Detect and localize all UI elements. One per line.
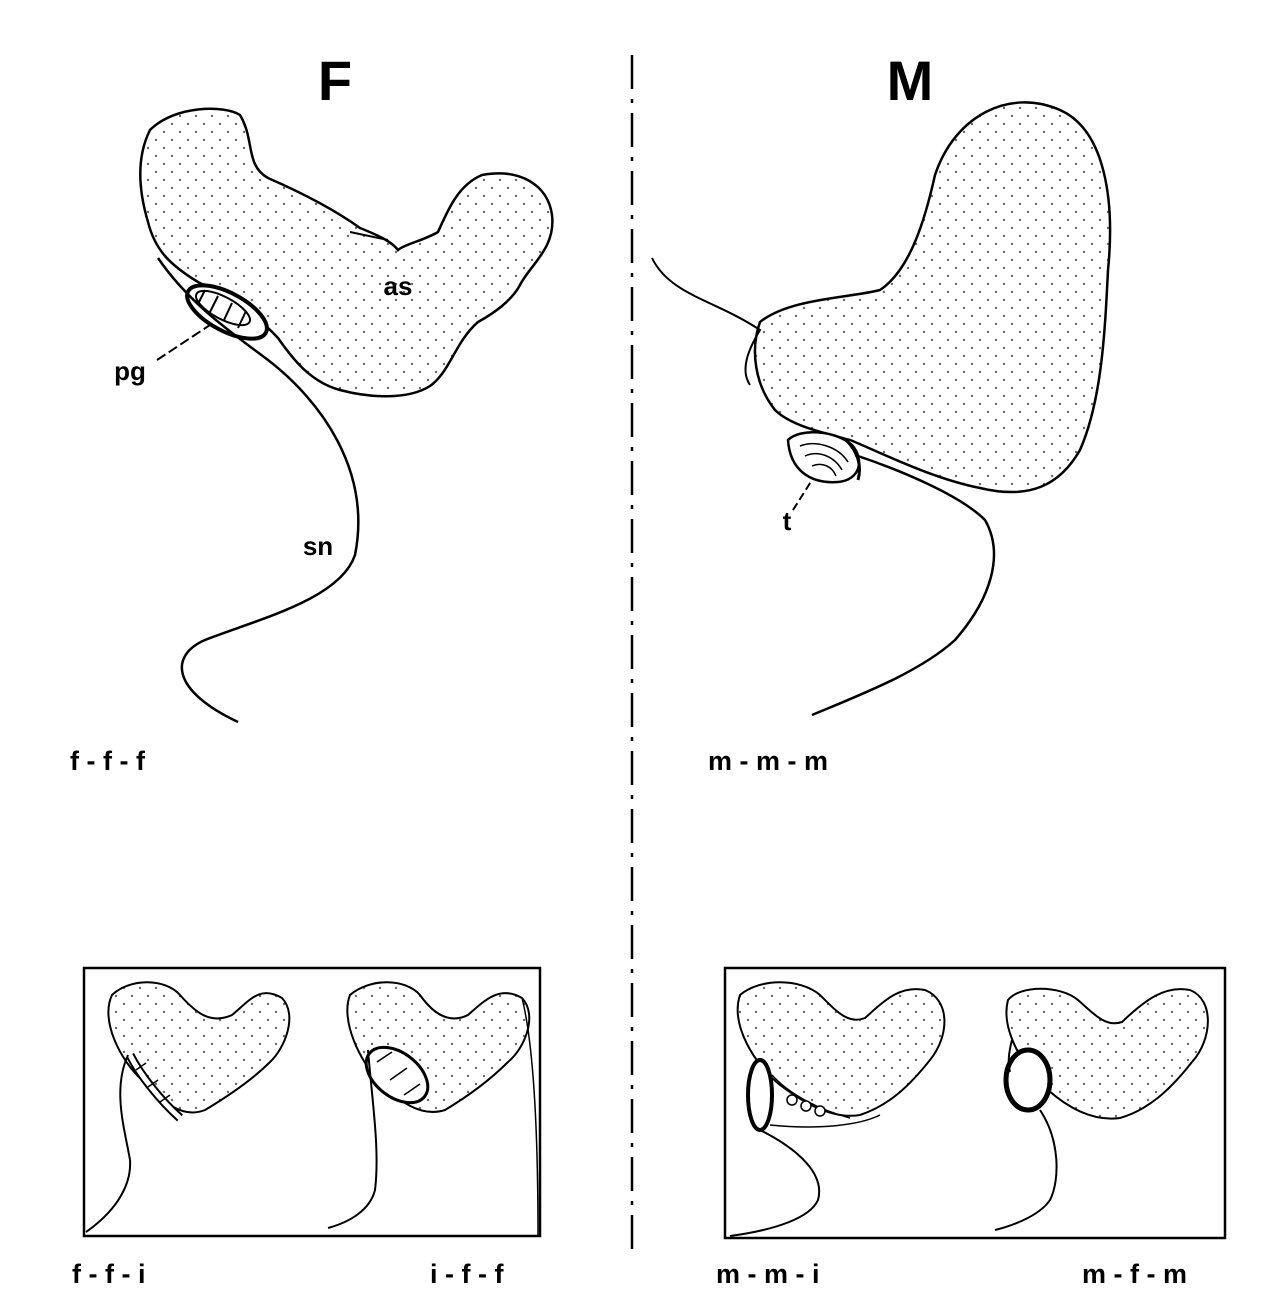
label-pg: pg [114,356,146,386]
label-t: t [783,506,792,536]
label-as: as [384,271,413,301]
heading-female: F [318,49,352,112]
female-papilla [185,283,269,341]
female-gonad-notch [349,231,389,241]
pg-leader [156,324,211,361]
male-upper-nerve [651,257,762,386]
caption-iff: i - f - f [430,1259,504,1289]
t-leader [792,479,813,511]
caption-fff: f - f - f [70,746,146,776]
male-drawing [651,101,1112,717]
male-variants-box [723,966,1227,1240]
female-variants-box [82,966,542,1238]
heading-male: M [887,49,934,112]
label-sn: sn [303,531,333,561]
male-testis [786,430,861,484]
female-drawing [139,107,554,724]
caption-mmi: m - m - i [716,1259,820,1289]
female-spinal-nerve [156,257,360,724]
caption-ffi: f - f - i [72,1259,145,1289]
male-spinal-nerve [811,453,996,717]
caption-mfm: m - f - m [1082,1259,1187,1289]
female-gonad-body [139,107,554,398]
caption-mmm: m - m - m [708,746,828,776]
